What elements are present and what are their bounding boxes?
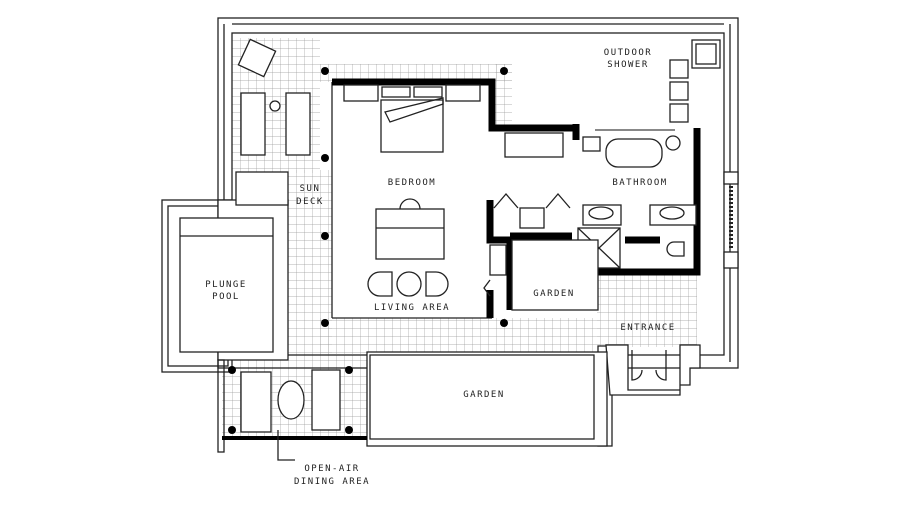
dining-area xyxy=(217,359,367,461)
entrance xyxy=(597,344,701,447)
label-sun-deck-2: DECK xyxy=(296,197,324,207)
outer-garden xyxy=(366,351,608,447)
sun-deck-furniture xyxy=(237,38,311,156)
outer-walls xyxy=(217,17,739,369)
outdoor-shower xyxy=(669,39,721,123)
label-living-area: LIVING AREA xyxy=(374,303,450,313)
columns xyxy=(228,67,508,434)
label-plunge-pool-2: POOL xyxy=(212,292,240,302)
label-sun-deck: SUN xyxy=(300,184,321,194)
label-garden-outer: GARDEN xyxy=(463,390,505,400)
label-entrance: ENTRANCE xyxy=(620,323,675,333)
bedroom-living xyxy=(331,78,580,319)
inner-garden xyxy=(511,239,599,311)
plunge-pool xyxy=(161,171,289,373)
label-bedroom: BEDROOM xyxy=(388,178,436,188)
label-plunge-pool: PLUNGE xyxy=(205,280,247,290)
label-bathroom: BATHROOM xyxy=(612,178,667,188)
label-outdoor-shower-2: SHOWER xyxy=(607,60,649,70)
label-dining: OPEN-AIR xyxy=(304,464,359,474)
label-garden-inner: GARDEN xyxy=(533,289,575,299)
label-dining-2: DINING AREA xyxy=(294,477,370,487)
label-outdoor-shower: OUTDOOR xyxy=(604,48,652,58)
deck-tiles xyxy=(222,38,697,438)
